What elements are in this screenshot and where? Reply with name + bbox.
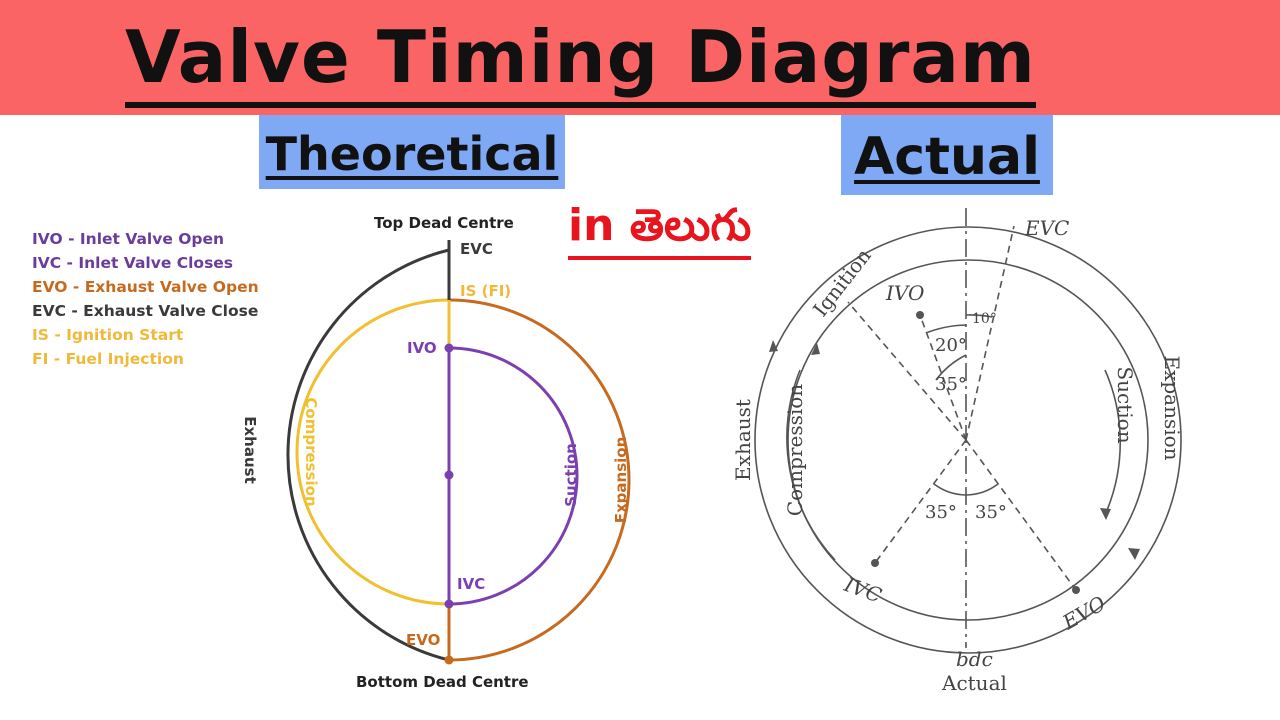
actual-evc-label: EVC xyxy=(1024,216,1069,240)
actual-evo-label: EVO xyxy=(1058,591,1110,635)
top-dead-centre-label: Top Dead Centre xyxy=(374,214,514,232)
ivc-line xyxy=(874,439,967,564)
evo-dot xyxy=(444,655,454,665)
actual-label: Actual xyxy=(841,115,1053,195)
exhaust-arrow-icon xyxy=(769,340,778,352)
compression-direction xyxy=(786,369,836,561)
arc-10 xyxy=(965,314,993,318)
suction-label: Suction xyxy=(562,443,580,507)
arc-35-top xyxy=(935,354,967,381)
expansion-arc xyxy=(448,298,631,662)
actual-exhaust-label: Exhaust xyxy=(731,399,755,481)
bdc-label: bdc xyxy=(956,647,993,671)
evo-point xyxy=(1072,586,1080,594)
angle-35-left-label: 35° xyxy=(925,502,957,523)
angle-35-top-label: 35° xyxy=(935,374,967,395)
expansion-arrow-icon xyxy=(1128,548,1140,560)
evc-line xyxy=(965,225,1015,441)
arc-20 xyxy=(925,324,967,334)
actual-ivc-label: IVC xyxy=(840,572,885,608)
suction-arrow-icon xyxy=(1100,508,1111,520)
suction-direction xyxy=(1104,369,1122,516)
angle-10-label: 10° xyxy=(972,311,997,327)
evo-label: EVO xyxy=(406,631,440,649)
title-banner xyxy=(0,0,1280,115)
ivc-point xyxy=(871,559,879,567)
arc-35-left xyxy=(933,483,967,496)
actual-ignition-label: Ignition xyxy=(808,244,876,321)
angle-35-right-label: 35° xyxy=(975,502,1007,523)
expansion-label: Expansion xyxy=(612,437,630,524)
ivo-label: IVO xyxy=(407,339,437,357)
telugu-label: in తెలుగు xyxy=(568,196,752,260)
angle-20-label: 20° xyxy=(935,335,967,356)
exhaust-arc xyxy=(286,248,450,662)
actual-expansion-label: Expansion xyxy=(1160,355,1184,460)
actual-caption: Actual xyxy=(941,671,1007,695)
actual-compression-label: Compression xyxy=(783,384,807,516)
ivo-line xyxy=(919,314,967,441)
theoretical-label: Theoretical xyxy=(259,115,565,189)
exhaust-label: Exhaust xyxy=(241,416,259,484)
center-dot xyxy=(444,470,454,480)
ivc-label: IVC xyxy=(457,575,485,593)
actual-suction-label: Suction xyxy=(1113,366,1137,443)
suction-arc xyxy=(448,346,579,606)
actual-ivo-label: IVO xyxy=(885,281,924,305)
ivc-dot xyxy=(444,599,454,609)
compression-arrow-icon xyxy=(811,343,820,355)
page-title: Valve Timing Diagram xyxy=(125,12,1036,108)
is-fi-label: IS (FI) xyxy=(460,282,511,300)
ivo-dot xyxy=(444,343,454,353)
ivo-point xyxy=(916,311,924,319)
compression-label: Compression xyxy=(302,397,320,506)
bottom-dead-centre-label: Bottom Dead Centre xyxy=(356,673,529,691)
outer-circle xyxy=(754,226,1182,654)
ignition-line xyxy=(847,301,967,441)
compression-arc xyxy=(295,298,450,606)
arc-35-right xyxy=(965,483,999,496)
inner-circle xyxy=(787,259,1149,621)
evc-label: EVC xyxy=(460,240,493,258)
